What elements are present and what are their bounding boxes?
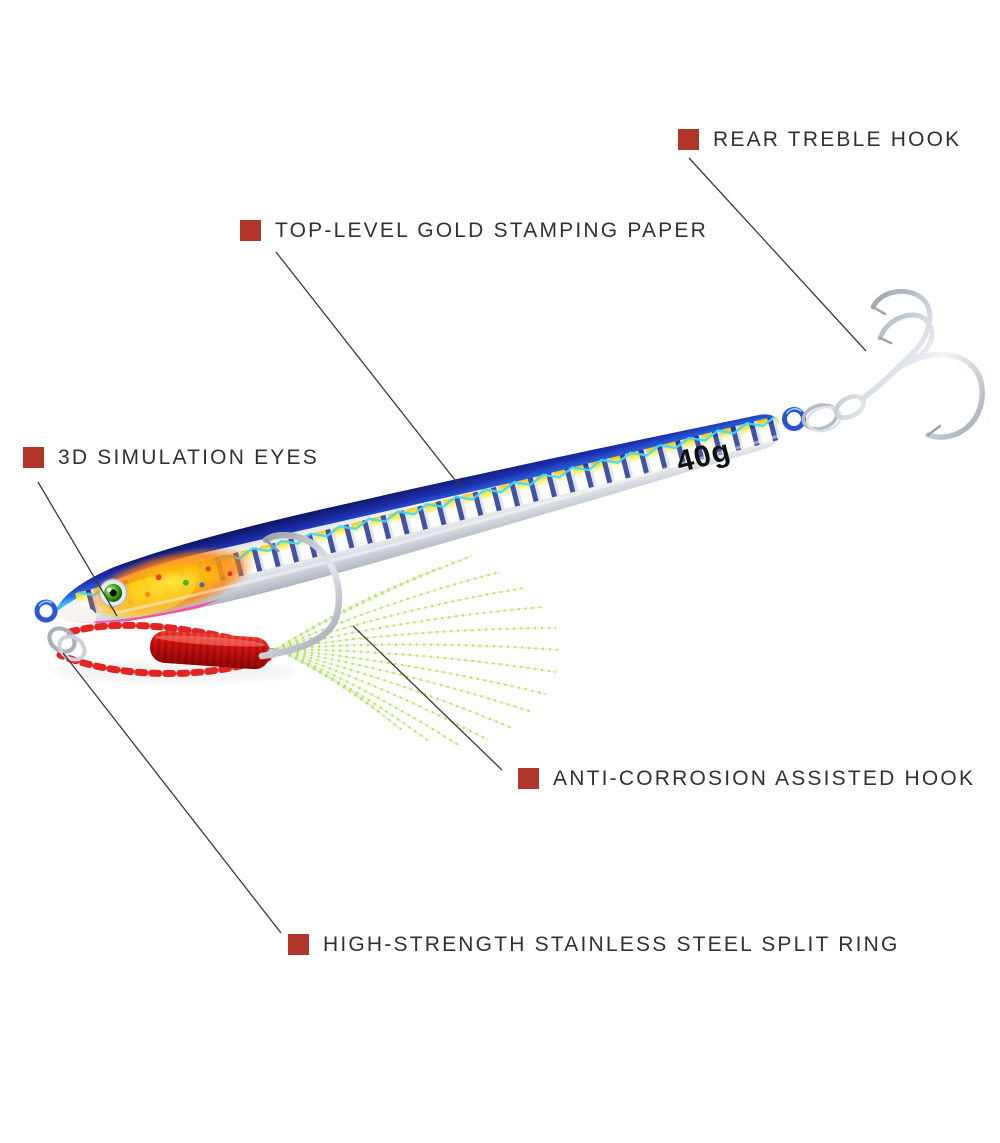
tinsel-strand (275, 570, 501, 651)
callout-line-assist-hook (352, 625, 503, 771)
label-text: 3D SIMULATION EYES (58, 445, 319, 469)
barb-big (926, 424, 942, 437)
tinsel-strand (275, 647, 489, 741)
belly-highlight (115, 434, 779, 615)
tinsel-flash (275, 554, 561, 747)
treble-prong-big (895, 351, 985, 440)
callout-line-rear-treble-hook (688, 157, 867, 352)
red-square-marker (678, 128, 699, 150)
tinsel-strand (275, 648, 403, 731)
label-text: TOP-LEVEL GOLD STAMPING PAPER (275, 218, 708, 242)
callout-line-split-ring (62, 652, 282, 934)
split-ring-rear-2 (806, 405, 842, 433)
label-anti-corrosion-assisted-hook: ANTI-CORROSION ASSISTED HOOK (518, 763, 975, 793)
callout-lines (37, 157, 867, 934)
label-rear-treble-hook: REAR TREBLE HOOK (678, 124, 961, 154)
tinsel-strand (275, 555, 473, 650)
label-gold-stamping-paper: TOP-LEVEL GOLD STAMPING PAPER (240, 215, 708, 245)
tinsel-strand (275, 586, 525, 651)
tinsel-strand (275, 647, 533, 714)
label-text: ANTI-CORROSION ASSISTED HOOK (553, 766, 976, 790)
holo-speckles (144, 566, 233, 598)
pink-belly-stripe (68, 598, 221, 630)
label-text: REAR TREBLE HOOK (713, 127, 962, 151)
lure-body: 40g (45, 393, 790, 637)
red-square-marker (23, 446, 44, 468)
tinsel-strand (275, 647, 513, 730)
red-thread-wrap (150, 630, 270, 670)
label-text: HIGH-STRENGTH STAINLESS STEEL SPLIT RING (323, 932, 900, 956)
tinsel-strand (275, 648, 533, 713)
tinsel-strand (275, 647, 547, 696)
callout-line-3d-eyes (37, 481, 118, 617)
tinsel-strand (275, 643, 561, 652)
label-stainless-steel-split-ring: HIGH-STRENGTH STAINLESS STEEL SPLIT RING (288, 929, 900, 959)
barb-assist (264, 538, 280, 553)
treble-prong-upper (870, 288, 933, 355)
lure-3d-eye (98, 578, 128, 608)
tinsel-strand (275, 647, 557, 674)
treble-shank (859, 349, 917, 402)
barb-middle (878, 336, 893, 345)
label-3d-simulation-eyes: 3D SIMULATION EYES (23, 442, 319, 472)
red-square-marker (240, 219, 261, 241)
red-square-marker (288, 933, 309, 955)
callout-line-gold-stamping (275, 251, 463, 490)
anti-corrosion-assist-hook (258, 531, 343, 660)
treble-prong-middle (877, 312, 935, 363)
eyelet-highlight (786, 407, 802, 414)
rear-treble-hook (782, 288, 985, 440)
barb-upper (871, 305, 887, 316)
red-square-marker (518, 767, 539, 789)
nose-eyelet (34, 599, 58, 623)
tinsel-strand (275, 648, 383, 715)
